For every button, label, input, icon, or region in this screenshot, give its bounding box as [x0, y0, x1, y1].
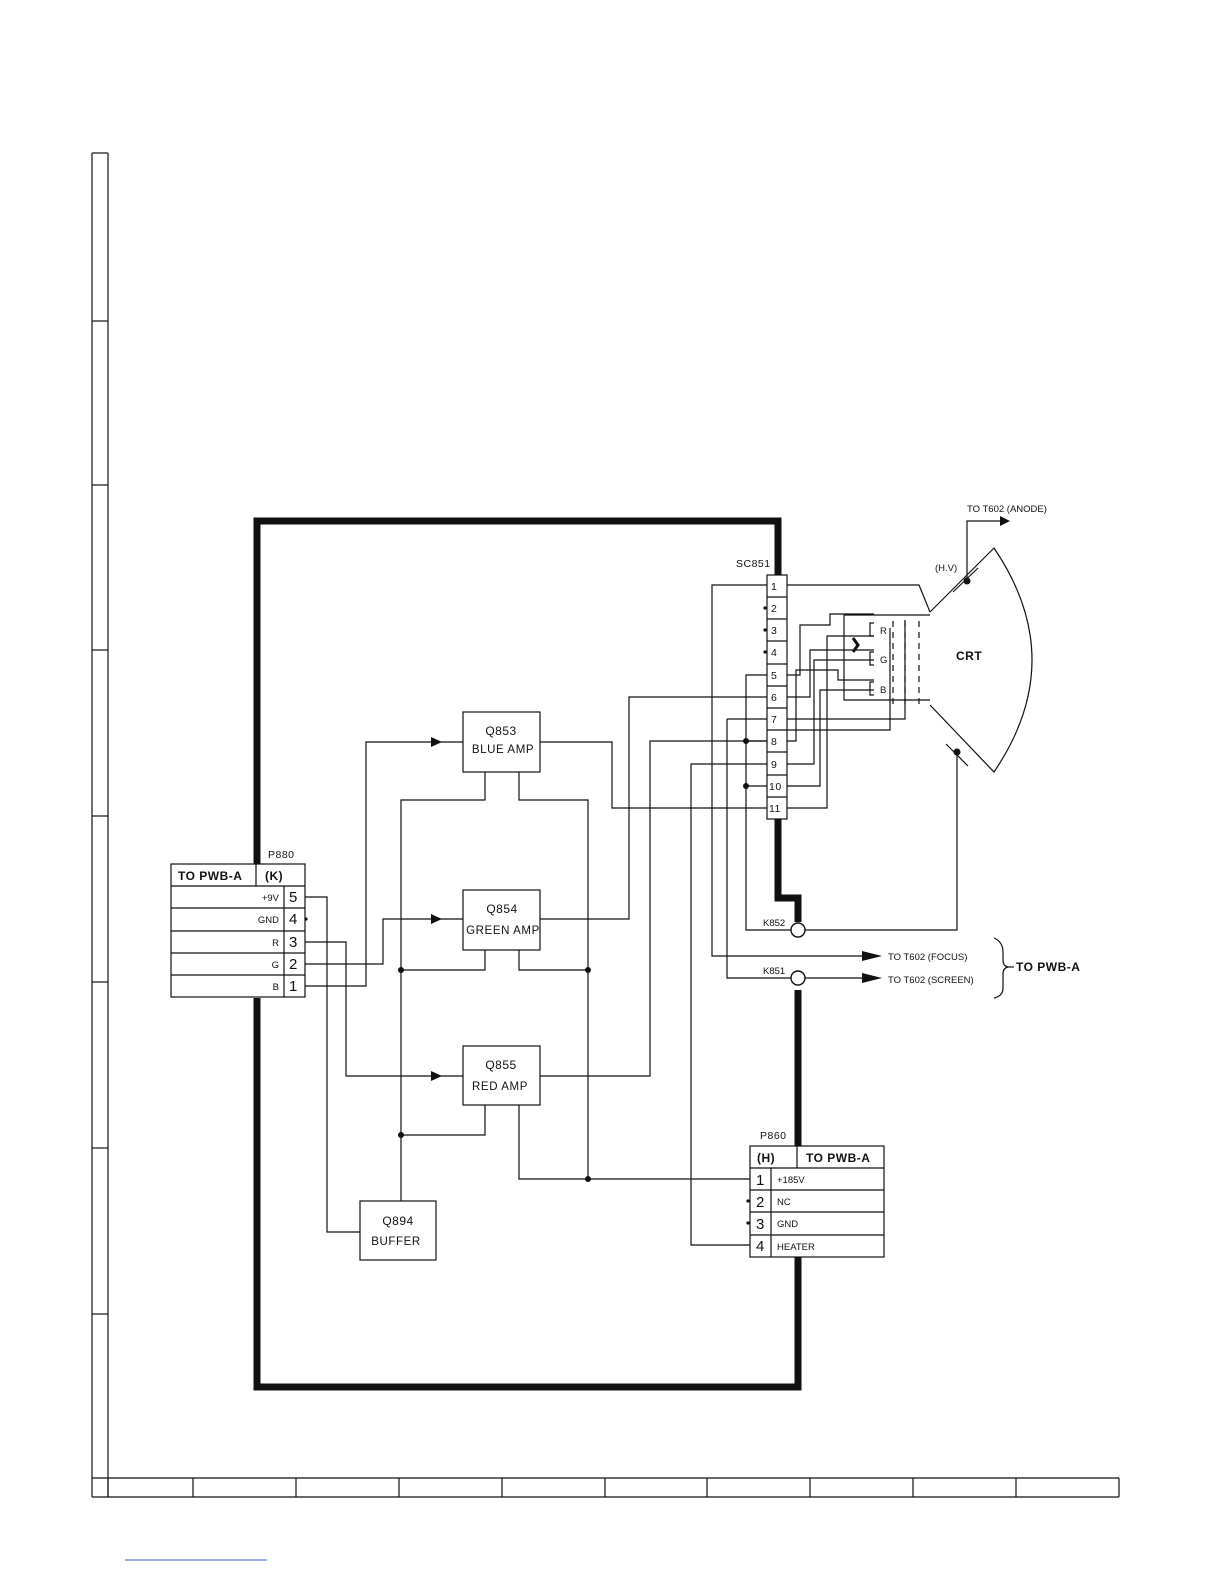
p880-pin-label: GND	[258, 915, 279, 926]
sc851-pin: 11	[769, 803, 781, 815]
q853-name: BLUE AMP	[472, 744, 534, 756]
group-label: TO PWB-A	[1016, 960, 1080, 974]
k852-label: K852	[763, 918, 785, 929]
sc851-pin: 8	[771, 736, 777, 748]
k851-label: K851	[763, 966, 785, 977]
p860-pin-label: +185V	[777, 1175, 805, 1186]
block-q894: Q894 BUFFER	[360, 1201, 436, 1260]
focus-label: TO T602 (FOCUS)	[888, 952, 967, 963]
anode-label: TO T602 (ANODE)	[967, 504, 1047, 515]
socket-sc851: SC851 1 2 3 4 5 6 7 8 9 10 11	[736, 558, 787, 819]
p880-ref: P880	[268, 849, 295, 861]
sc851-pin: 10	[769, 781, 782, 793]
p860-ref: P860	[760, 1130, 787, 1142]
sc851-pin: 6	[771, 692, 777, 704]
crt-gun-r: R	[880, 626, 887, 637]
crt-gun-b: B	[880, 685, 886, 696]
block-q855: Q855 RED AMP	[463, 1046, 540, 1105]
p860-title: TO PWB-A	[806, 1151, 870, 1165]
p860-pin-number: 1	[756, 1172, 764, 1189]
p860-pin-number: 3	[756, 1216, 764, 1233]
block-q854: Q854 GREEN AMP	[463, 890, 540, 950]
sc851-pin: 7	[771, 714, 777, 726]
p880-pin-label: G	[272, 960, 279, 971]
sheet-frame	[92, 153, 1119, 1497]
q894-ref: Q894	[382, 1214, 413, 1228]
p880-code: (K)	[265, 869, 283, 883]
q855-ref: Q855	[485, 1058, 516, 1072]
crt-symbol: CRT (H.V) R G B TO T602 (ANODE)	[853, 504, 1047, 772]
p860-pin-label: HEATER	[777, 1242, 815, 1253]
q894-name: BUFFER	[371, 1236, 421, 1248]
p880-pin-label: B	[273, 982, 279, 993]
crt-hv-label: (H.V)	[935, 563, 957, 574]
sc851-pin: 9	[771, 759, 777, 771]
ground-points: K852 K851	[763, 918, 805, 985]
p880-pin-number: 4	[289, 911, 297, 928]
sc851-pin: 3	[771, 625, 777, 637]
q853-ref: Q853	[485, 724, 516, 738]
output-labels: TO T602 (FOCUS) TO T602 (SCREEN) TO PWB-…	[888, 938, 1080, 998]
p880-pin-number: 2	[289, 956, 297, 973]
sc851-pin: 4	[771, 647, 777, 659]
signal-arrows	[431, 516, 1010, 1081]
sc851-pin: 1	[771, 581, 777, 593]
pwb-outline	[257, 521, 798, 1387]
p860-pin-label: NC	[777, 1197, 791, 1208]
q855-name: RED AMP	[472, 1081, 528, 1093]
block-q853: Q853 BLUE AMP	[463, 712, 540, 772]
screen-label: TO T602 (SCREEN)	[888, 975, 974, 986]
connector-p860: P860 (H) TO PWB-A 1 +185V 2 NC 3 GND 4 H…	[746, 1130, 884, 1257]
p860-pin-label: GND	[777, 1219, 798, 1230]
crt-gun-g: G	[880, 655, 887, 666]
q854-name: GREEN AMP	[466, 925, 540, 937]
p880-pin-number: 5	[289, 889, 297, 906]
p880-pin-label: R	[272, 938, 279, 949]
q854-ref: Q854	[486, 902, 517, 916]
sc851-pin: 2	[771, 603, 777, 615]
p880-pin-label: +9V	[262, 893, 280, 904]
connector-p880: P880 TO PWB-A (K) +9V 5 GND 4 R 3 G 2 B …	[171, 849, 308, 997]
p860-code: (H)	[757, 1151, 775, 1165]
p880-title: TO PWB-A	[178, 869, 242, 883]
p880-pin-number: 1	[289, 978, 297, 995]
p880-pin-number: 3	[289, 934, 297, 951]
sc851-pin: 5	[771, 670, 777, 682]
sc851-ref: SC851	[736, 558, 771, 570]
p860-pin-number: 4	[756, 1238, 764, 1255]
crt-label: CRT	[956, 649, 982, 663]
p860-pin-number: 2	[756, 1194, 764, 1211]
